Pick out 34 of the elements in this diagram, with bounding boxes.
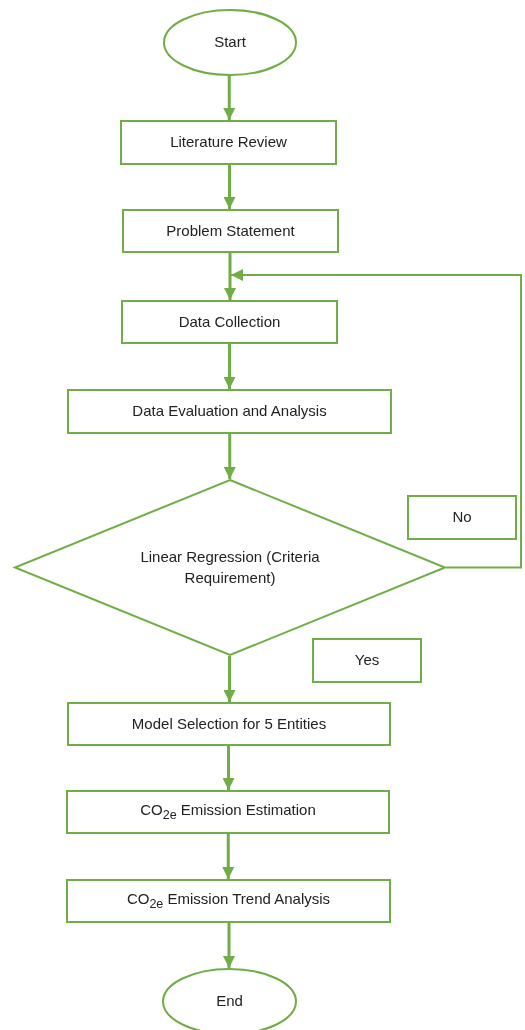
process-box [66, 879, 391, 923]
arrow [223, 434, 236, 479]
arrow [223, 656, 236, 702]
node-label: CO$_{2e}$ Emission Trend Analysis [126, 889, 331, 913]
node-label: Data Collection [178, 311, 281, 332]
arrow [222, 746, 235, 790]
node-label: CO$_{2e}$ Emission Estimation [140, 800, 316, 824]
process-box [67, 702, 391, 746]
process-box [67, 389, 392, 434]
node-label: Start [214, 32, 246, 53]
node-label: Problem Statement [166, 220, 295, 241]
arrow [223, 923, 235, 968]
arrow [223, 165, 236, 209]
arrow [230, 269, 522, 569]
start-terminal [163, 9, 297, 76]
process-box [122, 209, 339, 253]
node-label: Linear Regression (Criteria Requirement) [139, 547, 321, 588]
node-label: Model Selection for 5 Entities [131, 713, 327, 734]
end-terminal [162, 968, 297, 1030]
node-label: Yes [354, 650, 380, 671]
process-box [66, 790, 390, 834]
node-label: Literature Review [170, 132, 287, 153]
node-label: End [216, 991, 243, 1012]
arrow [223, 76, 236, 120]
branch-label-box [407, 495, 517, 540]
branch-label-box [312, 638, 422, 683]
arrow [224, 253, 236, 300]
process-box [121, 300, 338, 344]
arrow [223, 344, 236, 389]
decision-diamond [14, 479, 446, 656]
node-label: Data Evaluation and Analysis [132, 401, 327, 422]
node-label: No [452, 507, 472, 528]
arrow [222, 834, 235, 879]
process-box [120, 120, 337, 165]
